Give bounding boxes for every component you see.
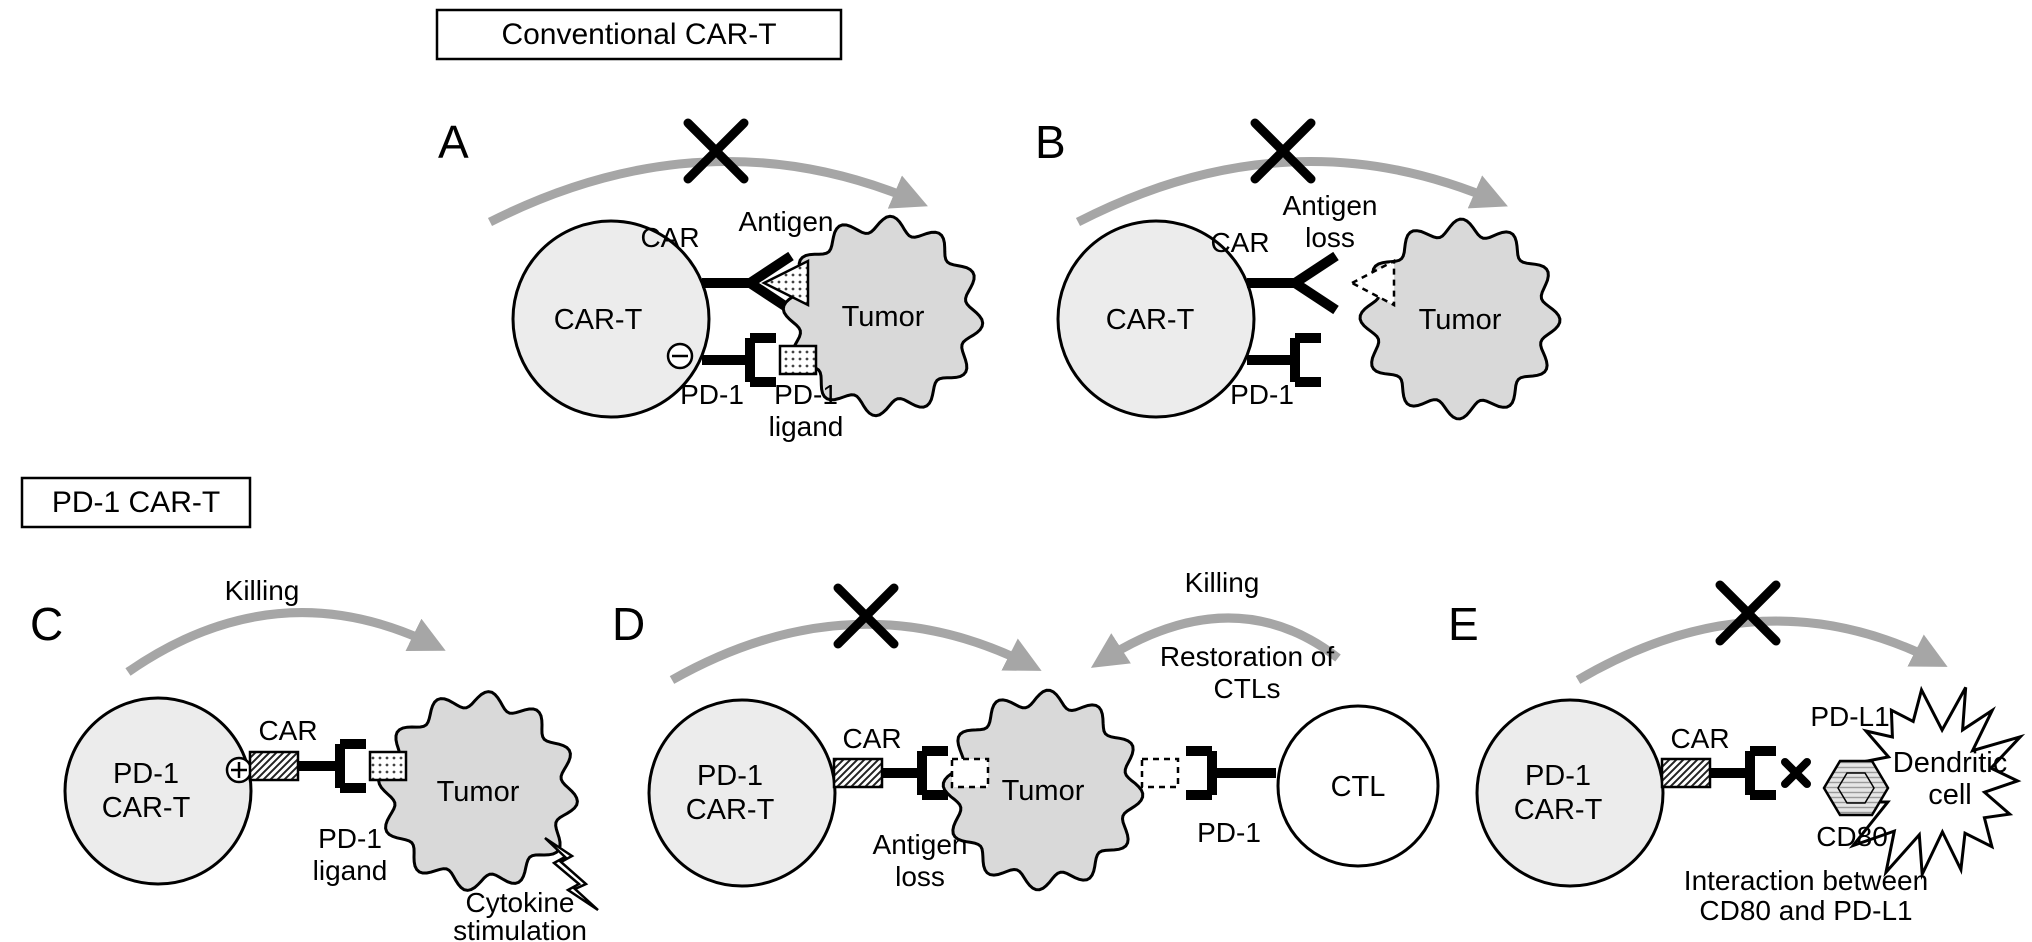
tumor-cell [941, 688, 1145, 892]
antigen-label: Antigen [739, 206, 834, 237]
pd1-car-t-cell-label-line1: PD-1 [697, 760, 763, 792]
car-label: CAR [258, 715, 317, 746]
panel-b-letter: B [1035, 116, 1066, 168]
pd1-car-t-cell [1475, 698, 1665, 888]
car-t-cell-label: CAR-T [554, 304, 643, 336]
tumor-cell [1358, 217, 1562, 421]
cd80-label: CD80 [1816, 821, 1888, 852]
pd1-title-box [20, 476, 252, 529]
panel-d-letter: D [612, 598, 645, 650]
killing-label: Killing [1185, 567, 1260, 598]
pd1-car-t-cell-label-line1: PD-1 [113, 758, 179, 790]
killing-label: Killing [225, 575, 300, 606]
pd1-title-label: PD-1 CAR-T [52, 486, 220, 519]
blocked-x-icon [1715, 580, 1781, 646]
blocked-x-icon [683, 118, 749, 184]
ctl-killing-arrow [1090, 613, 1341, 668]
interaction-label-line2: CD80 and PD-L1 [1699, 895, 1912, 926]
dendritic-cell-label-line1: Dendritic [1893, 747, 2007, 779]
antigen-loss-label-line2: loss [1305, 222, 1355, 253]
car-label: CAR [842, 723, 901, 754]
killing-arrow [125, 608, 446, 676]
pd1-ectodomain [832, 757, 884, 789]
dendritic-cell-label-line2: cell [1928, 779, 1972, 811]
tumor-label: Tumor [1002, 775, 1085, 807]
tumor-label: Tumor [1419, 304, 1502, 336]
car-label: CAR [640, 222, 699, 253]
car-t-cell [511, 219, 711, 419]
ctl-cell-label: CTL [1331, 771, 1386, 803]
lost-antigen [950, 757, 990, 789]
car-receptor [298, 739, 366, 793]
pd1-car-t-cell-label-line1: PD-1 [1525, 760, 1591, 792]
ctl-cell [1276, 704, 1440, 868]
pd1-car-t-cell-label-line2: CAR-T [1514, 794, 1603, 826]
no-binding-x-icon [1781, 758, 1811, 788]
cytokine-label-line2: stimulation [453, 915, 587, 942]
restoration-label-line1: Restoration of [1160, 641, 1335, 672]
pd1-ligand [368, 750, 408, 782]
panel-a: A CAR-T CAR Tumor Antigen PD-1 PD-1 liga… [438, 116, 985, 442]
pdl1-label: PD-L1 [1810, 701, 1889, 732]
pd1-label: PD-1 [1197, 817, 1261, 848]
car-t-cell [1056, 219, 1256, 419]
pd1-car-t-cell [647, 698, 837, 888]
interaction-label-line1: Interaction between [1684, 865, 1928, 896]
antigen-loss [1349, 258, 1396, 308]
pd1-ligand [778, 344, 818, 376]
antigen-loss-label-line1: Antigen [1283, 190, 1378, 221]
pd1-label: PD-1 [1230, 379, 1294, 410]
car-receptor [1247, 251, 1339, 315]
blocked-killing-arrow [1575, 616, 1948, 684]
blocked-killing-arrow [487, 157, 928, 227]
pd1-car-t-cell-label-line2: CAR-T [102, 792, 191, 824]
conventional-cart-title: Conventional CAR-T [435, 8, 843, 61]
tumor-cell [781, 214, 985, 418]
cytokine-label-line1: Cytokine [466, 887, 575, 918]
panel-e-letter: E [1448, 598, 1479, 650]
pd1-ligand-label-line1: PD-1 [774, 379, 838, 410]
pd1-ectodomain [1660, 757, 1712, 789]
car-receptor [1710, 746, 1776, 800]
panel-b: B CAR-T CAR Tumor Antigen loss PD-1 [1035, 116, 1562, 421]
conventional-title-box [435, 8, 843, 61]
tumor-label: Tumor [842, 301, 925, 333]
panel-d: D Killing Restoration of CTLs PD-1 CAR-T… [612, 567, 1440, 892]
pd1-ectodomain [248, 750, 300, 782]
car-label: CAR [1670, 723, 1729, 754]
antigen-loss-label-line1: Antigen [873, 829, 968, 860]
pd1-ligand-label-line2: ligand [313, 855, 388, 886]
pd1-cart-title: PD-1 CAR-T [20, 476, 252, 529]
pd1-car-t-cell [63, 696, 253, 886]
lost-pd1-ligand [1140, 757, 1180, 789]
tumor-label: Tumor [437, 776, 520, 808]
car-t-cell-label: CAR-T [1106, 304, 1195, 336]
pd1-label: PD-1 [680, 379, 744, 410]
pd1-car-t-cell-label-line2: CAR-T [686, 794, 775, 826]
minus-icon [666, 342, 694, 370]
conventional-title-label: Conventional CAR-T [501, 18, 776, 51]
pd1-receptor [702, 333, 776, 387]
panel-c: C Killing PD-1 CAR-T CAR Tumor PD-1 liga… [30, 575, 599, 942]
lightning-icon [544, 836, 599, 912]
restoration-label-line2: CTLs [1214, 673, 1281, 704]
antigen-loss-label-line2: loss [895, 861, 945, 892]
pd1-ligand-label-line2: ligand [769, 411, 844, 442]
car-label: CAR [1210, 227, 1269, 258]
panel-e: E Dendritic cell PD-1 CAR-T CAR PD-L1 CD… [1448, 580, 2026, 926]
antigen [761, 258, 810, 308]
tumor-cell [377, 690, 579, 892]
plus-icon [225, 756, 253, 784]
car-receptor [882, 746, 948, 800]
blocked-x-icon [833, 583, 899, 649]
cd80-molecule [1822, 759, 1890, 817]
pd1-ligand-label-line1: PD-1 [318, 823, 382, 854]
panel-a-letter: A [438, 116, 469, 168]
ctl-pd1-receptor [1186, 746, 1276, 800]
blocked-x-icon [1250, 118, 1316, 184]
pd1-receptor [1247, 333, 1321, 387]
panel-c-letter: C [30, 598, 63, 650]
